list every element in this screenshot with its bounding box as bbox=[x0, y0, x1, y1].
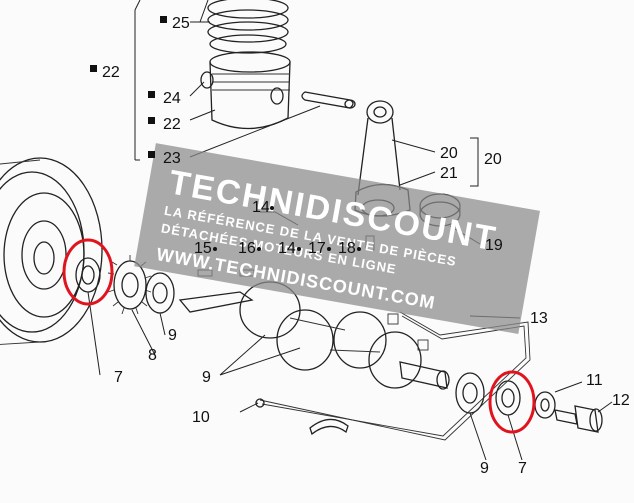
label-9-crank: 9 bbox=[202, 369, 211, 386]
flywheel bbox=[0, 157, 103, 345]
watermark-band bbox=[134, 143, 540, 334]
label-19: 19 bbox=[485, 237, 503, 254]
label-22-group: 22 bbox=[102, 64, 120, 81]
label-25: 25 bbox=[172, 15, 190, 32]
main-bearing-left bbox=[145, 272, 175, 314]
label-17: 17 bbox=[308, 240, 326, 257]
oil-pipe bbox=[259, 311, 531, 441]
label-20-rod: 20 bbox=[440, 145, 458, 162]
piston-rings bbox=[207, 0, 289, 54]
label-dots bbox=[213, 206, 361, 251]
label-18: 18 bbox=[338, 240, 356, 257]
oil-seal-left bbox=[75, 257, 101, 293]
label-9-left: 9 bbox=[168, 327, 177, 344]
label-13: 13 bbox=[530, 310, 548, 327]
oil-seal-right bbox=[495, 380, 521, 416]
part-labels: 25 22 24 22 23 20 20 21 19 14 15 16 14 1… bbox=[90, 15, 630, 477]
small-screw bbox=[255, 398, 265, 408]
piston-pin bbox=[301, 91, 356, 109]
circlip bbox=[200, 71, 214, 89]
label-14: 14 bbox=[278, 240, 296, 257]
label-11: 11 bbox=[586, 372, 603, 389]
watermark: TECHNIDISCOUNT LA RÉFÉRENCE DE LA VENTE … bbox=[134, 143, 540, 334]
piston bbox=[209, 51, 291, 130]
bearing-half-bottom bbox=[309, 418, 349, 436]
label-23: 23 bbox=[163, 150, 181, 167]
label-21: 21 bbox=[440, 165, 458, 182]
label-8: 8 bbox=[148, 347, 157, 364]
label-12: 12 bbox=[612, 392, 630, 409]
label-10: 10 bbox=[192, 409, 210, 426]
label-20-group: 20 bbox=[484, 151, 502, 168]
highlight-seal-right bbox=[488, 370, 536, 434]
label-16: 16 bbox=[238, 240, 256, 257]
label-7-left: 7 bbox=[114, 369, 123, 386]
highlight-rings bbox=[62, 238, 536, 434]
label-15: 15 bbox=[194, 240, 212, 257]
label-22: 22 bbox=[163, 116, 181, 133]
label-9-right: 9 bbox=[480, 460, 489, 477]
label-14-top: 14 bbox=[252, 199, 270, 216]
crank-bolt bbox=[554, 405, 603, 433]
highlight-seal-left bbox=[62, 238, 114, 306]
label-7-right: 7 bbox=[518, 460, 527, 477]
label-24: 24 bbox=[163, 90, 181, 107]
washer bbox=[534, 391, 556, 419]
